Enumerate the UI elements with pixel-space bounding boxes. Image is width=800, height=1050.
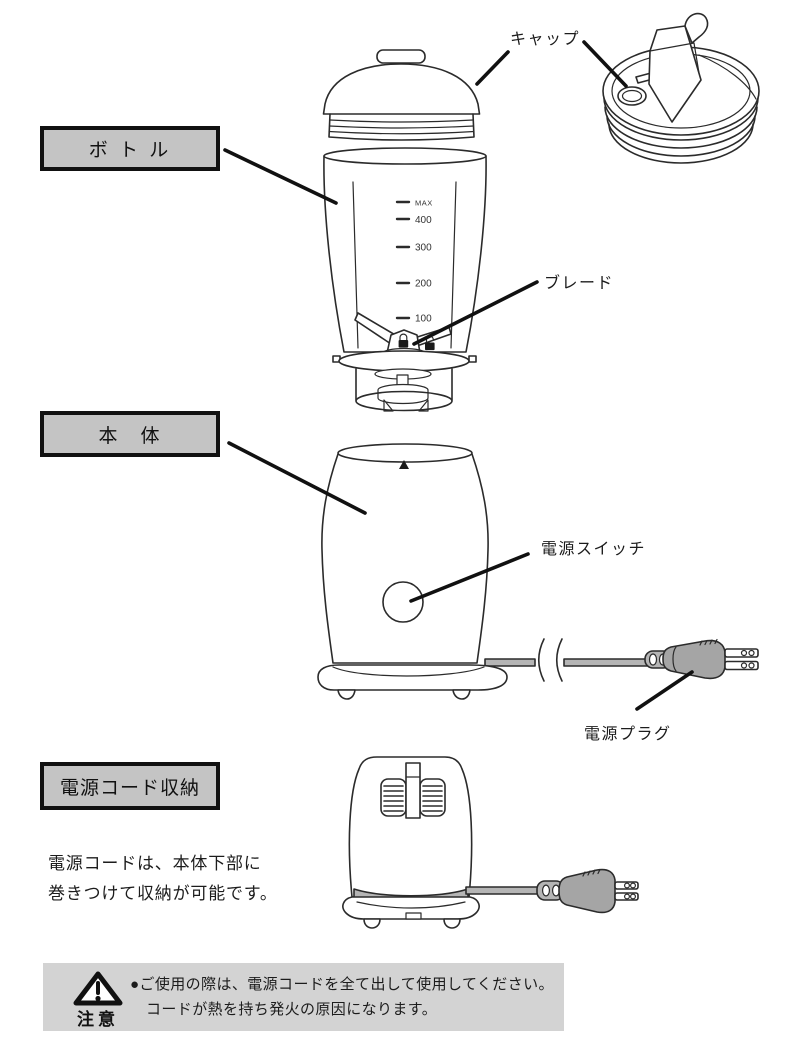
blade-label: ブレード xyxy=(544,275,615,292)
warning-triangle-icon xyxy=(69,971,127,1012)
leader-line-switch xyxy=(409,552,530,603)
caution-line2: コードが熱を持ち発火の原因になります。 xyxy=(146,1001,438,1018)
main-body-drawing xyxy=(317,443,759,700)
cord-storage-drawing xyxy=(342,756,639,929)
power-cord-front xyxy=(484,638,648,682)
cap-label: キャップ xyxy=(510,31,581,48)
body-base-rear xyxy=(342,896,480,929)
caution-banner: 注意 ●ご使用の際は、電源コードを全て出して使用してください。 コードが熱を持ち… xyxy=(43,963,564,1031)
scale-mark-100: 100 xyxy=(415,314,432,325)
leader-line-plug xyxy=(635,670,694,711)
cord-storage-description-line1: 電源コードは、本体下部に xyxy=(48,854,262,873)
bottle-label-box: ボ ト ル xyxy=(40,126,220,171)
bottle-base-collar xyxy=(332,350,477,412)
bottle-label: ボ ト ル xyxy=(88,140,172,161)
caution-text: ●ご使用の際は、電源コードを全て出して使用してください。 コードが熱を持ち発火の… xyxy=(130,972,554,1022)
power-switch-circle xyxy=(382,581,424,623)
cord-storage-heading: 電源コード収納 xyxy=(59,777,200,799)
main-body-label-box: 本 体 xyxy=(40,411,220,457)
cord-storage-heading-box: 電源コード収納 xyxy=(40,762,220,810)
scale-mark-max: MAX xyxy=(415,199,433,208)
cap-top-drawing xyxy=(602,12,760,164)
leader-line-body xyxy=(227,441,367,515)
cord-storage-description-line2: 巻きつけて収納が可能です。 xyxy=(48,884,278,903)
scale-mark-400: 400 xyxy=(415,215,432,226)
vent-slots xyxy=(380,762,446,819)
caution-label: 注意 xyxy=(77,1010,119,1029)
power-switch-label: 電源スイッチ xyxy=(541,541,647,558)
leader-lines xyxy=(223,40,694,711)
power-plug-label: 電源プラグ xyxy=(584,726,672,743)
leader-line-blade xyxy=(412,280,539,346)
scale-mark-200: 200 xyxy=(415,279,432,290)
bottle-scale: MAX 400 300 200 100 xyxy=(395,199,433,325)
main-body-label: 本 体 xyxy=(98,425,162,447)
alignment-triangle-mark xyxy=(399,460,409,469)
cap-side-drawing xyxy=(322,49,481,141)
bottle-drawing: MAX 400 300 200 100 xyxy=(323,147,487,412)
lock-closed-icon xyxy=(398,333,409,348)
cap-flip-lid xyxy=(648,12,709,123)
leader-line-cap-left xyxy=(475,50,510,86)
scale-mark-300: 300 xyxy=(415,243,432,254)
power-plug-rear xyxy=(465,868,639,914)
leader-line-cap-right xyxy=(582,40,628,88)
power-plug-front xyxy=(644,638,759,680)
caution-line1: ●ご使用の際は、電源コードを全て出して使用してください。 xyxy=(130,976,554,993)
body-base-front xyxy=(317,664,508,700)
leader-line-bottle xyxy=(223,148,338,205)
